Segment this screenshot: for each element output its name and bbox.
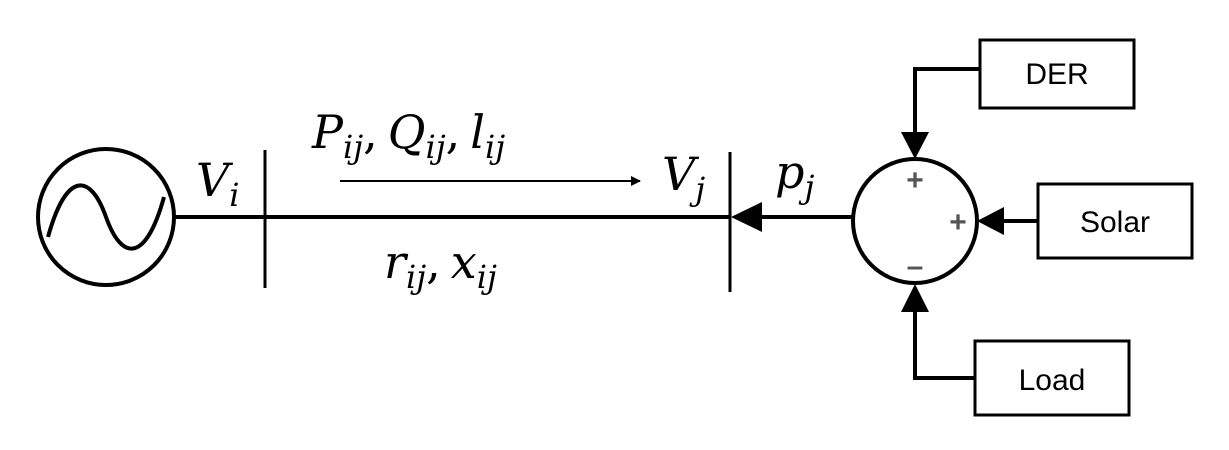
ac-source (36, 147, 176, 287)
flow-label: Pij,Qij,lij (311, 105, 505, 166)
line-x-sub: ij (477, 258, 497, 296)
summing-junction: + + – (851, 157, 979, 285)
sign-bottom: – (907, 250, 924, 283)
der-connector (913, 67, 980, 136)
injection-base: p (775, 145, 804, 199)
line-r-sub: ij (406, 258, 426, 296)
line-params-label: rij,xij (384, 235, 497, 296)
sign-right: + (949, 206, 967, 239)
der-arrowhead (901, 132, 929, 159)
injection-arrowhead (731, 202, 762, 232)
flow-p-base: P (311, 105, 344, 159)
bus-i-voltage-sub: i (229, 176, 239, 214)
der-label: DER (1025, 58, 1088, 91)
flow-p-sub: ij (343, 128, 363, 166)
flow-q-base: Q (388, 105, 426, 159)
sign-top: + (906, 164, 924, 197)
solar-arrowhead (977, 207, 1004, 235)
flow-l-sub: ij (485, 128, 505, 166)
sine-wave-icon (46, 183, 166, 251)
flow-l-base: l (470, 105, 485, 159)
bus-j-voltage-label: Vj (662, 147, 705, 208)
load-arrowhead (901, 284, 929, 312)
load-label: Load (1019, 364, 1086, 397)
bus-i-voltage-base: V (196, 153, 234, 207)
line-x-base: x (451, 235, 477, 289)
flow-q-sub: ij (425, 128, 445, 166)
load-connector (913, 308, 975, 380)
bus-j-voltage-base: V (662, 147, 700, 201)
solar-label: Solar (1080, 206, 1150, 239)
solar-box (1036, 182, 1194, 260)
der-box (978, 38, 1136, 110)
injection-label: pj (775, 145, 814, 206)
line-r-base: r (384, 235, 409, 289)
line-sep: , (426, 235, 441, 289)
bus-i-voltage-label: Vi (196, 153, 239, 214)
flow-sep-2: , (446, 105, 461, 159)
flow-sep-1: , (363, 105, 378, 159)
